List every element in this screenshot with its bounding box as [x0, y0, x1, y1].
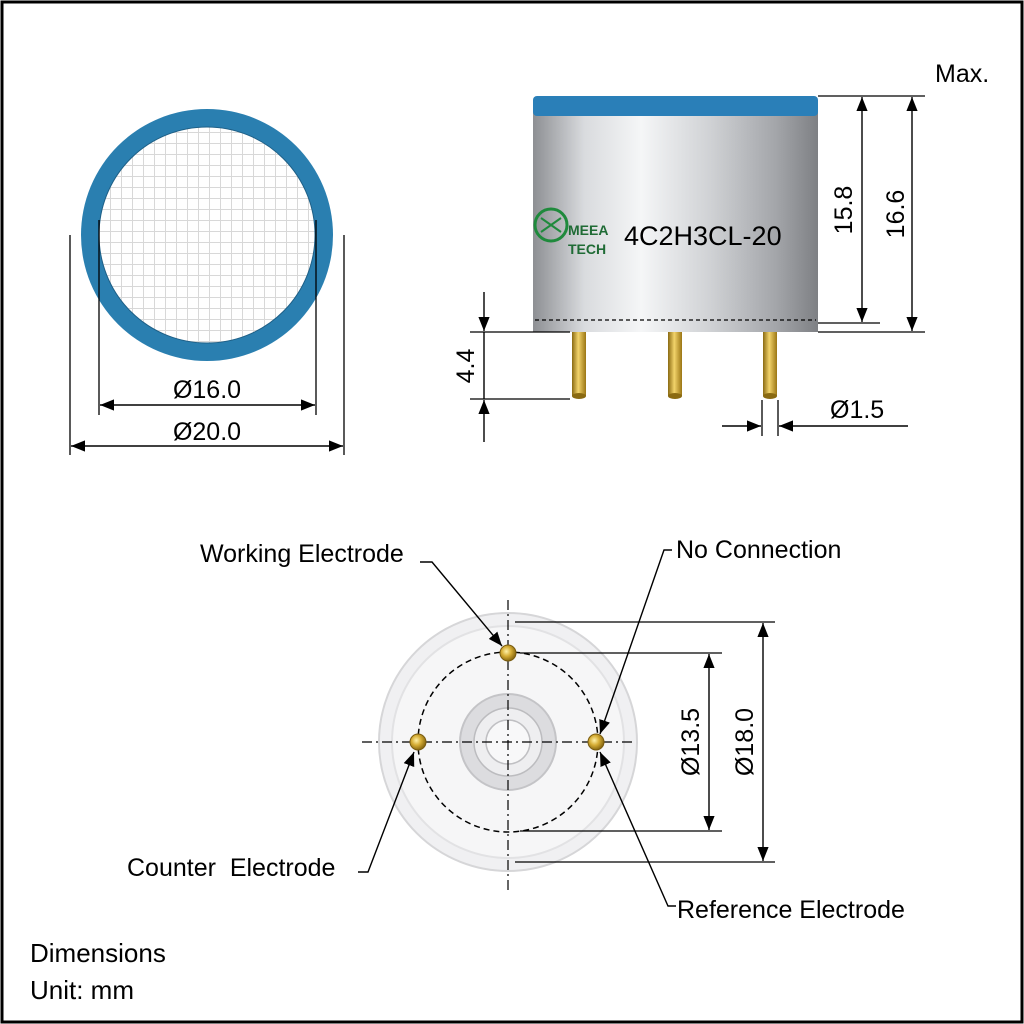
working-electrode-leader	[420, 561, 503, 647]
sensor-body	[533, 110, 818, 332]
counter-electrode-leader	[358, 751, 415, 873]
bottom-view: Ø13.5 Ø18.0 Working Electrode No Connect…	[127, 536, 905, 924]
model-label: 4C2H3CL-20	[624, 221, 782, 251]
top-view: Ø16.0 Ø20.0	[69, 109, 345, 455]
sensor-cap	[533, 96, 818, 116]
reference-electrode-pin	[587, 733, 605, 751]
svg-text:TECH: TECH	[568, 241, 606, 257]
no-connection-leader	[599, 549, 672, 735]
height-label: 15.8	[830, 186, 858, 235]
reference-electrode-label: Reference Electrode	[677, 896, 905, 924]
inner-diameter-label: Ø16.0	[173, 376, 241, 404]
pin-circle-diameter-label: Ø13.5	[677, 708, 705, 776]
side-view: MEEA TECH 4C2H3CL-20 15.8 16.6 Max. 4.4 …	[452, 60, 989, 442]
counter-electrode-pin	[409, 733, 427, 751]
max-height-label: 16.6	[882, 190, 910, 239]
pin-right	[763, 330, 777, 396]
svg-text:MEEA: MEEA	[568, 222, 608, 238]
working-electrode-pin	[499, 644, 517, 662]
footer-unit: Unit: mm	[30, 975, 134, 1005]
filter-mesh	[98, 126, 316, 344]
counter-electrode-label: Counter Electrode	[127, 854, 335, 882]
no-connection-label: No Connection	[676, 536, 841, 564]
outer-diameter-label: Ø20.0	[173, 418, 241, 446]
pin-diameter-label: Ø1.5	[830, 396, 884, 424]
body-diameter-label: Ø18.0	[731, 708, 759, 776]
pin-left	[572, 330, 586, 396]
working-electrode-label: Working Electrode	[200, 540, 404, 568]
footer-title: Dimensions	[30, 938, 166, 968]
pin-middle	[668, 330, 682, 396]
max-label: Max.	[935, 60, 989, 88]
reference-electrode-leader	[599, 751, 676, 907]
pin-length-label: 4.4	[452, 349, 480, 384]
brand-logo: MEEA TECH	[533, 207, 608, 257]
